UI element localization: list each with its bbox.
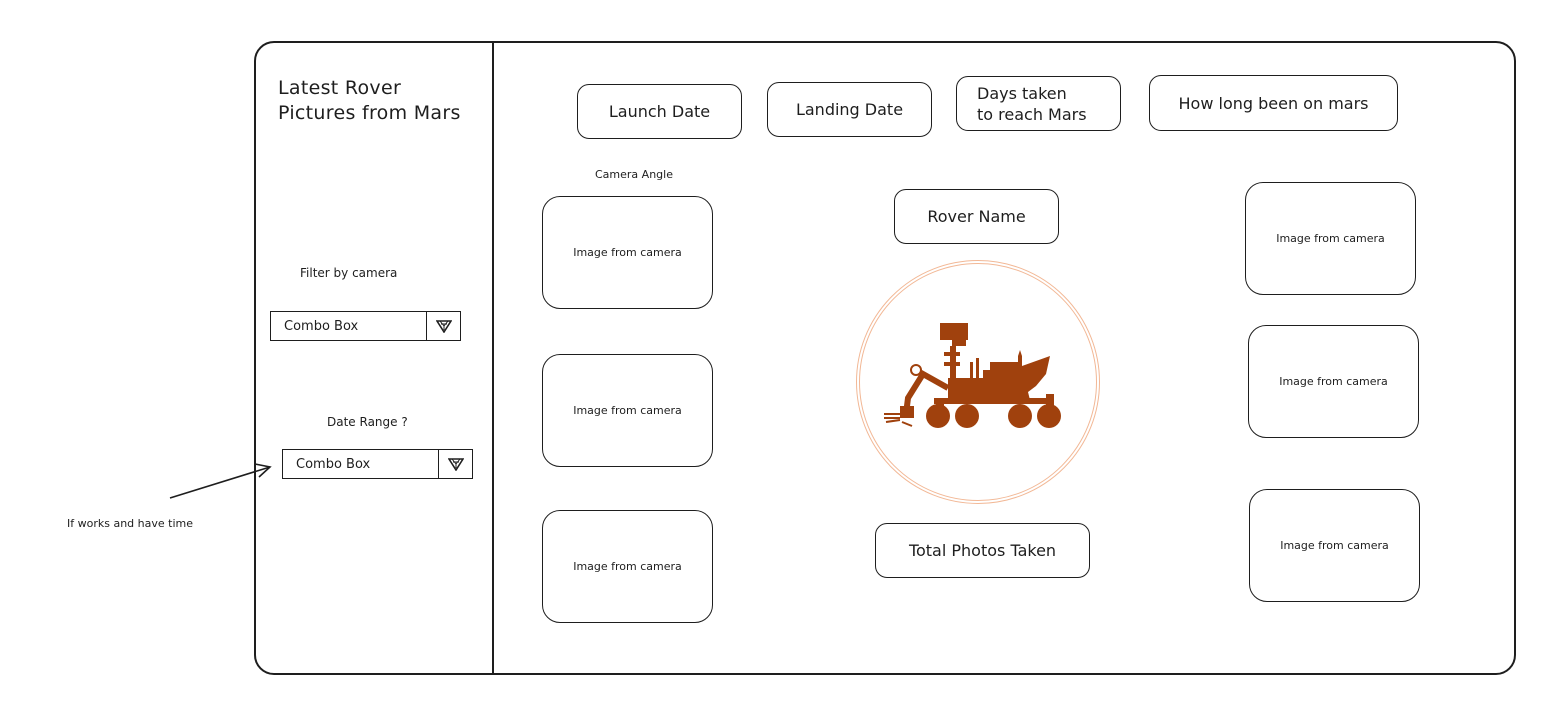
camera-filter-value: Combo Box	[284, 318, 359, 334]
dropdown-triangle-icon	[435, 319, 452, 333]
page-title: Latest Rover Pictures from Mars	[278, 76, 461, 126]
filter-by-camera-label: Filter by camera	[300, 266, 398, 280]
camera-image-left-3[interactable]: Image from camera	[542, 510, 713, 623]
rover-name-card: Rover Name	[894, 189, 1059, 244]
camera-image-right-1[interactable]: Image from camera	[1245, 182, 1416, 295]
date-range-dropdown-button[interactable]	[438, 450, 472, 478]
landing-date-card: Landing Date	[767, 82, 932, 137]
camera-image-left-2[interactable]: Image from camera	[542, 354, 713, 467]
camera-image-placeholder: Image from camera	[1279, 375, 1388, 388]
camera-image-right-2[interactable]: Image from camera	[1248, 325, 1419, 438]
annotation-note: If works and have time	[67, 517, 193, 530]
camera-image-left-1[interactable]: Image from camera	[542, 196, 713, 309]
rover-image-ring	[856, 260, 1100, 504]
camera-image-right-3[interactable]: Image from camera	[1249, 489, 1420, 602]
date-range-value: Combo Box	[296, 456, 371, 472]
camera-filter-combo[interactable]: Combo Box	[270, 311, 461, 341]
launch-date-label: Launch Date	[608, 102, 711, 121]
page-title-line1: Latest Rover	[278, 77, 402, 99]
days-to-mars-line1: Days taken	[977, 83, 1067, 103]
total-photos-label: Total Photos Taken	[908, 541, 1057, 560]
time-on-mars-card: How long been on mars	[1149, 75, 1398, 131]
arrow-icon	[169, 463, 272, 499]
page-title-line2: Pictures from Mars	[278, 102, 461, 124]
camera-image-placeholder: Image from camera	[573, 404, 682, 417]
date-range-label: Date Range ?	[327, 415, 408, 429]
camera-image-placeholder: Image from camera	[573, 560, 682, 573]
days-to-mars-line2: to reach Mars	[977, 104, 1087, 124]
camera-image-placeholder: Image from camera	[1276, 232, 1385, 245]
camera-image-placeholder: Image from camera	[1280, 539, 1389, 552]
days-to-mars-card: Days taken to reach Mars	[956, 76, 1121, 131]
launch-date-card: Launch Date	[577, 84, 742, 139]
camera-angle-label: Camera Angle	[595, 168, 673, 181]
rover-name-label: Rover Name	[927, 207, 1026, 226]
total-photos-card: Total Photos Taken	[875, 523, 1090, 578]
sidebar-divider	[492, 41, 494, 675]
mars-rover-icon	[884, 323, 1061, 428]
dropdown-triangle-icon	[447, 457, 464, 471]
landing-date-label: Landing Date	[795, 100, 904, 119]
camera-image-placeholder: Image from camera	[573, 246, 682, 259]
date-range-combo[interactable]: Combo Box	[282, 449, 473, 479]
dashboard-frame	[254, 41, 1516, 675]
time-on-mars-label: How long been on mars	[1178, 93, 1369, 113]
camera-filter-dropdown-button[interactable]	[426, 312, 460, 340]
